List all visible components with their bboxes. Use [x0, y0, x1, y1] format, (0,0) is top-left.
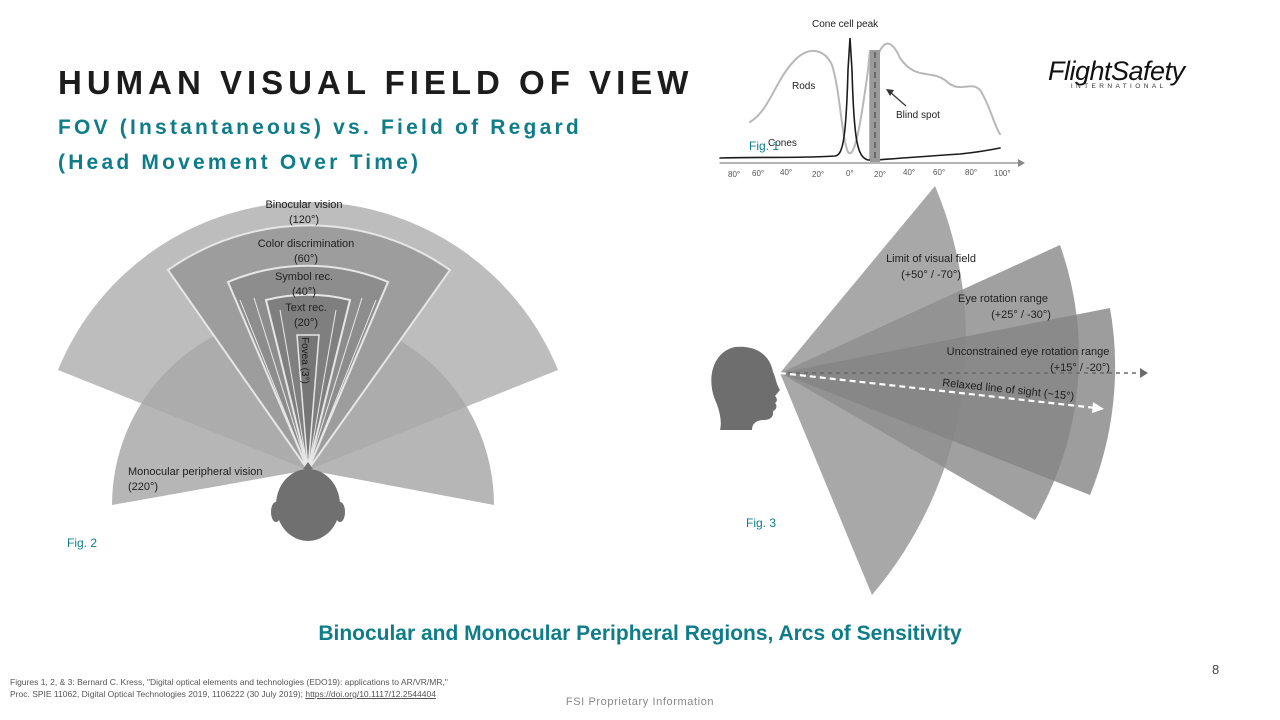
fig2-radial-lines: [239, 297, 377, 471]
rods-curve: [749, 42, 1001, 161]
rods-label: Rods: [792, 81, 815, 92]
color-value: (60°): [294, 253, 318, 265]
eye-rotation-value: (+25° / -30°): [991, 309, 1051, 321]
cones-curve: [719, 37, 1001, 161]
proprietary-footer: FSI Proprietary Information: [565, 696, 715, 708]
color-name: Color discrimination: [258, 238, 355, 250]
fig1-density-plot: Cone cell peak Rods Cones Blind spot Fig…: [719, 19, 1025, 179]
slide-subtitle: FOV (Instantaneous) vs. Field of Regard …: [58, 110, 582, 180]
fig1-tick: 80°: [965, 168, 977, 177]
limit-value: (+50° / -70°): [901, 269, 961, 281]
limit-name: Limit of visual field: [886, 253, 976, 265]
figure-references: Figures 1, 2, & 3: Bernard C. Kress, "Di…: [10, 676, 448, 700]
unconstrained-rotation-sector: [780, 308, 1116, 495]
logo-wordmark: FlightSafety: [1048, 56, 1185, 86]
monocular-name: Monocular peripheral vision: [128, 466, 263, 478]
fig1-tick: 0°: [846, 169, 854, 178]
head-side-profile-icon: [711, 346, 780, 430]
relaxed-sight-line: [779, 371, 1097, 410]
subtitle-line-1: FOV (Instantaneous) vs. Field of Regard: [58, 116, 582, 139]
fig1-tick: 60°: [752, 169, 764, 178]
cone-peak-label: Cone cell peak: [812, 19, 879, 30]
symbol-value: (40°): [292, 286, 316, 298]
eye-rotation-name: Eye rotation range: [958, 293, 1048, 305]
fig1-axis-arrow: [1018, 159, 1025, 167]
fig1-label: Fig. 1: [749, 139, 779, 153]
page-number: 8: [1212, 662, 1220, 677]
fig1-tick: 20°: [812, 170, 824, 179]
fig3-label: Fig. 3: [746, 516, 777, 530]
reference-citation: Proc. SPIE 11062, Digital Optical Techno…: [10, 689, 303, 699]
reference-line-2: Proc. SPIE 11062, Digital Optical Techno…: [10, 688, 448, 700]
flightsafety-logo: FlightSafety INTERNATIONAL: [1048, 56, 1185, 90]
text-rec-value: (20°): [294, 317, 318, 329]
reference-doi-link[interactable]: https://doi.org/10.1117/12.2544404: [305, 689, 436, 699]
fovea-sector: [296, 334, 320, 471]
fig1-tick: 20°: [874, 170, 886, 179]
fig1-ticks: 80° 60° 40° 20° 0° 20° 40° 60° 80° 100°: [728, 168, 1011, 179]
fig3-side-view-fan: Limit of visual field (+50° / -70°) Eye …: [711, 186, 1148, 595]
blind-spot-arrowhead: [886, 89, 894, 96]
slide-caption: Binocular and Monocular Peripheral Regio…: [318, 622, 962, 645]
reference-line-1: Figures 1, 2, & 3: Bernard C. Kress, "Di…: [10, 677, 448, 687]
fig1-tick: 40°: [780, 168, 792, 177]
unconstrained-value: (+15° / -20°): [1050, 362, 1110, 374]
fig1-tick: 60°: [933, 168, 945, 177]
binocular-name: Binocular vision: [265, 199, 342, 211]
unconstrained-name: Unconstrained eye rotation range: [947, 346, 1110, 358]
blind-spot-arrow: [889, 91, 907, 107]
slide-title: HUMAN VISUAL FIELD OF VIEW: [58, 64, 694, 101]
head-top-view-icon: [271, 462, 345, 541]
cones-label: Cones: [768, 138, 797, 149]
relaxed-sight-arrowhead: [1092, 402, 1104, 413]
monocular-value: (220°): [128, 481, 158, 493]
subtitle-line-2: (Head Movement Over Time): [58, 151, 422, 174]
binocular-value: (120°): [289, 214, 319, 226]
fig1-tick: 80°: [728, 170, 740, 179]
blind-spot-label: Blind spot: [896, 110, 940, 121]
logo-subtext: INTERNATIONAL: [1070, 83, 1167, 90]
fovea-label: Fovea (3°): [299, 337, 310, 384]
fig2-label: Fig. 2: [67, 536, 98, 550]
horizontal-arrowhead: [1140, 368, 1148, 378]
symbol-name: Symbol rec.: [275, 271, 333, 283]
fig1-tick: 40°: [903, 168, 915, 177]
fig2-visual-field-fan: Binocular vision (120°) Color discrimina…: [58, 199, 558, 541]
fig1-tick: 100°: [994, 169, 1011, 178]
text-rec-name: Text rec.: [285, 302, 327, 314]
